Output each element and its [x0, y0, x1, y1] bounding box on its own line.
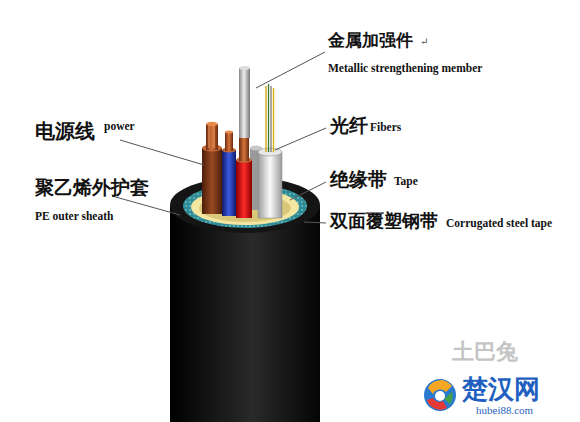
return-mark: ↵: [420, 36, 428, 47]
watermark: 楚汉网: [462, 376, 540, 405]
watermark: hubei88.com: [476, 404, 533, 416]
part-name: 绝缘带: [330, 170, 387, 191]
part-name-en: Fibers: [370, 121, 401, 134]
part-name: 金属加强件: [328, 32, 413, 51]
part-name-en: power: [104, 120, 135, 133]
part-name: 电源线: [35, 120, 95, 142]
logo-icon: [424, 379, 456, 411]
part-name-en: PE outer sheath: [35, 210, 113, 223]
part-name: 聚乙烯外护套: [35, 178, 149, 199]
part-name-en: Metallic strengthening member: [328, 62, 482, 75]
part-name: 光纤: [330, 116, 368, 137]
part-name-en: Tape: [394, 175, 418, 188]
watermark: 土巴兔: [452, 340, 518, 364]
part-name-en: Corrugated steel tape: [446, 217, 552, 230]
part-name: 双面覆塑钢带: [330, 212, 438, 232]
